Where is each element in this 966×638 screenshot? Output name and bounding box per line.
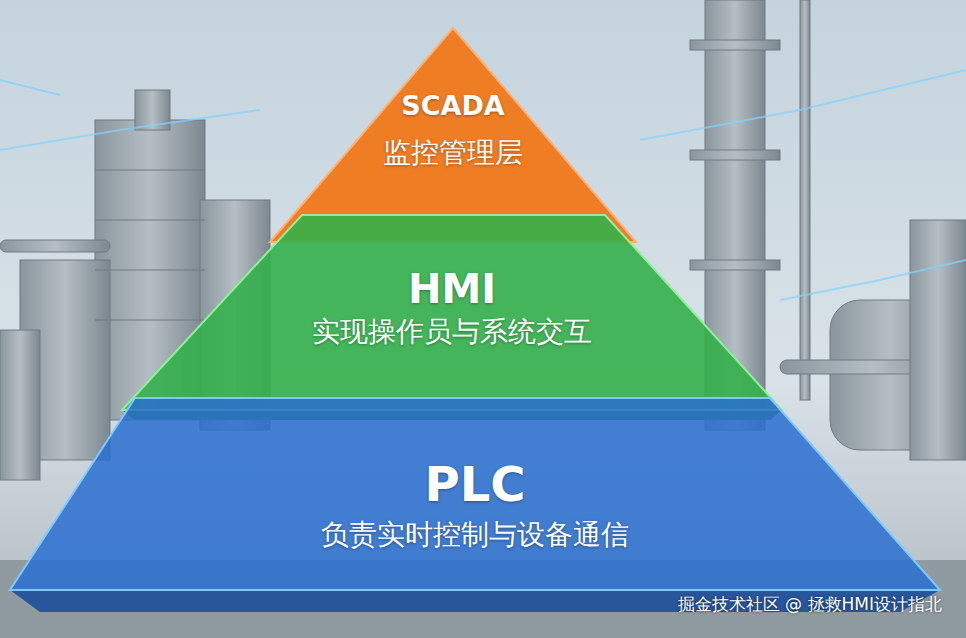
pyramid-layer: SCADA 监控管理层 — [270, 28, 636, 242]
layer-description: 监控管理层 — [270, 136, 636, 170]
pyramid-layer: PLC 负责实时控制与设备通信 — [10, 398, 940, 590]
layer-polygon — [10, 398, 940, 590]
pyramid-layer: HMI实现操作员与系统交互 — [122, 215, 782, 410]
layer-shape — [122, 215, 782, 410]
layer-polygon — [122, 215, 782, 410]
layer-description: 负责实时控制与设备通信 — [10, 518, 940, 552]
layer-title: PLC — [10, 456, 940, 514]
layer-shape — [270, 28, 636, 242]
layer-description: 实现操作员与系统交互 — [122, 315, 782, 349]
layer-title: HMI — [122, 265, 782, 313]
watermark: 掘金技术社区 @ 拯救HMI设计指北 — [678, 593, 942, 616]
layer-title: SCADA — [270, 90, 636, 122]
layer-polygon — [270, 28, 636, 242]
